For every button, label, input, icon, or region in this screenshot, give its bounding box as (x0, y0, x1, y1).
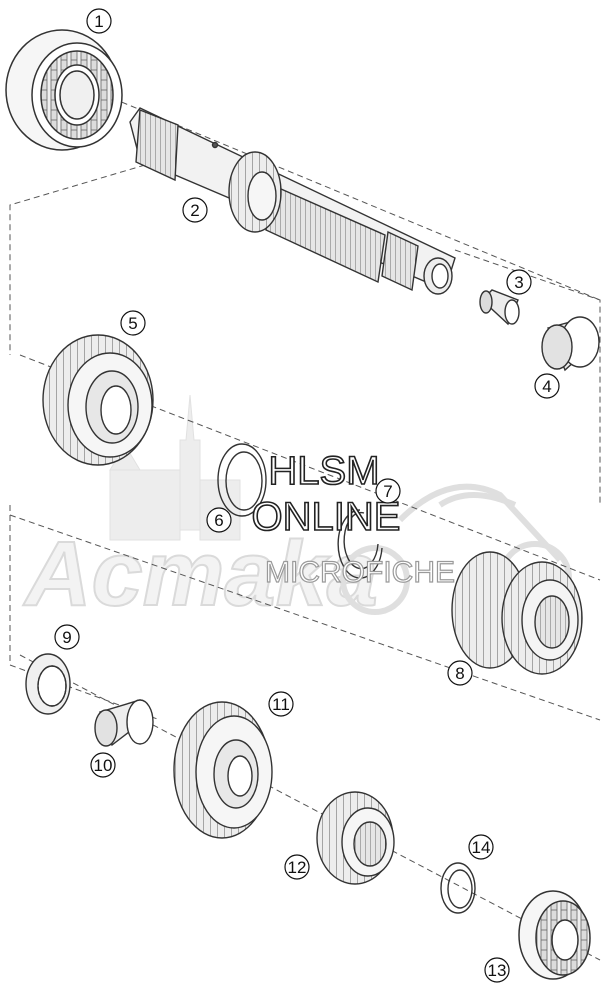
svg-text:1: 1 (94, 12, 103, 31)
main-shaft-part-2[interactable] (129, 107, 456, 295)
needle-bushing-part-4[interactable] (541, 316, 600, 372)
callout-badge-3[interactable]: 3 (506, 269, 532, 295)
watermark-text: HLSM ONLINE MICROFICHE (251, 448, 456, 589)
svg-text:6: 6 (214, 511, 223, 530)
callout-badge-4[interactable]: 4 (534, 373, 560, 399)
bearing-part-1[interactable] (5, 29, 123, 151)
watermark-line-1: HLSM (268, 449, 379, 493)
svg-text:14: 14 (472, 838, 491, 857)
needle-bushing-part-10[interactable] (94, 699, 154, 747)
svg-text:3: 3 (514, 273, 523, 292)
bearing-part-13[interactable] (518, 890, 591, 980)
callout-badge-9[interactable]: 9 (54, 624, 80, 650)
watermark-logo-text: Acmaka (23, 523, 378, 625)
washer-part-14[interactable] (440, 862, 476, 914)
callout-badge-12[interactable]: 12 (284, 854, 310, 880)
lower-assembly-outline (9, 505, 161, 721)
church-silhouette (109, 394, 241, 541)
gear-part-12[interactable] (316, 791, 395, 885)
callout-badge-11[interactable]: 11 (268, 691, 294, 717)
callout-badge-8[interactable]: 8 (447, 660, 473, 686)
callout-badge-10[interactable]: 10 (90, 752, 116, 778)
svg-text:10: 10 (94, 756, 113, 775)
lower-assembly-outline-right (9, 514, 601, 721)
shaft-assembly-outline-right (454, 249, 601, 505)
svg-text:9: 9 (62, 628, 71, 647)
svg-text:8: 8 (455, 664, 464, 683)
callout-badge-5[interactable]: 5 (120, 310, 146, 336)
callout-badge-13[interactable]: 13 (484, 957, 510, 983)
callout-badge-14[interactable]: 14 (468, 834, 494, 860)
bushing-part-3[interactable] (479, 289, 520, 326)
callout-badge-2[interactable]: 2 (182, 197, 208, 223)
gear-part-11[interactable] (173, 701, 273, 839)
watermark-background: Acmaka (22, 394, 572, 626)
svg-text:4: 4 (542, 377, 551, 396)
circlip-part-7[interactable] (337, 509, 383, 579)
gear-part-5[interactable] (42, 334, 154, 466)
callout-badge-7[interactable]: 7 (375, 478, 401, 504)
svg-text:5: 5 (128, 314, 137, 333)
splined-washer-part-9[interactable] (25, 653, 71, 715)
callout-badge-1[interactable]: 1 (86, 8, 112, 34)
washer-part-6[interactable] (217, 443, 267, 517)
svg-text:13: 13 (488, 961, 507, 980)
svg-text:2: 2 (190, 201, 199, 220)
svg-text:12: 12 (288, 858, 307, 877)
svg-text:11: 11 (272, 695, 290, 714)
gear-part-8[interactable] (451, 551, 583, 675)
callout-badges: 1 2 3 4 5 6 7 8 9 10 11 12 13 14 (54, 8, 560, 983)
svg-text:7: 7 (383, 482, 392, 501)
shaft-assembly-outline (9, 164, 146, 355)
watermark-line-2: ONLINE (252, 495, 401, 539)
watermark-line-3: MICROFICHE (265, 556, 455, 589)
callout-badge-6[interactable]: 6 (206, 507, 232, 533)
